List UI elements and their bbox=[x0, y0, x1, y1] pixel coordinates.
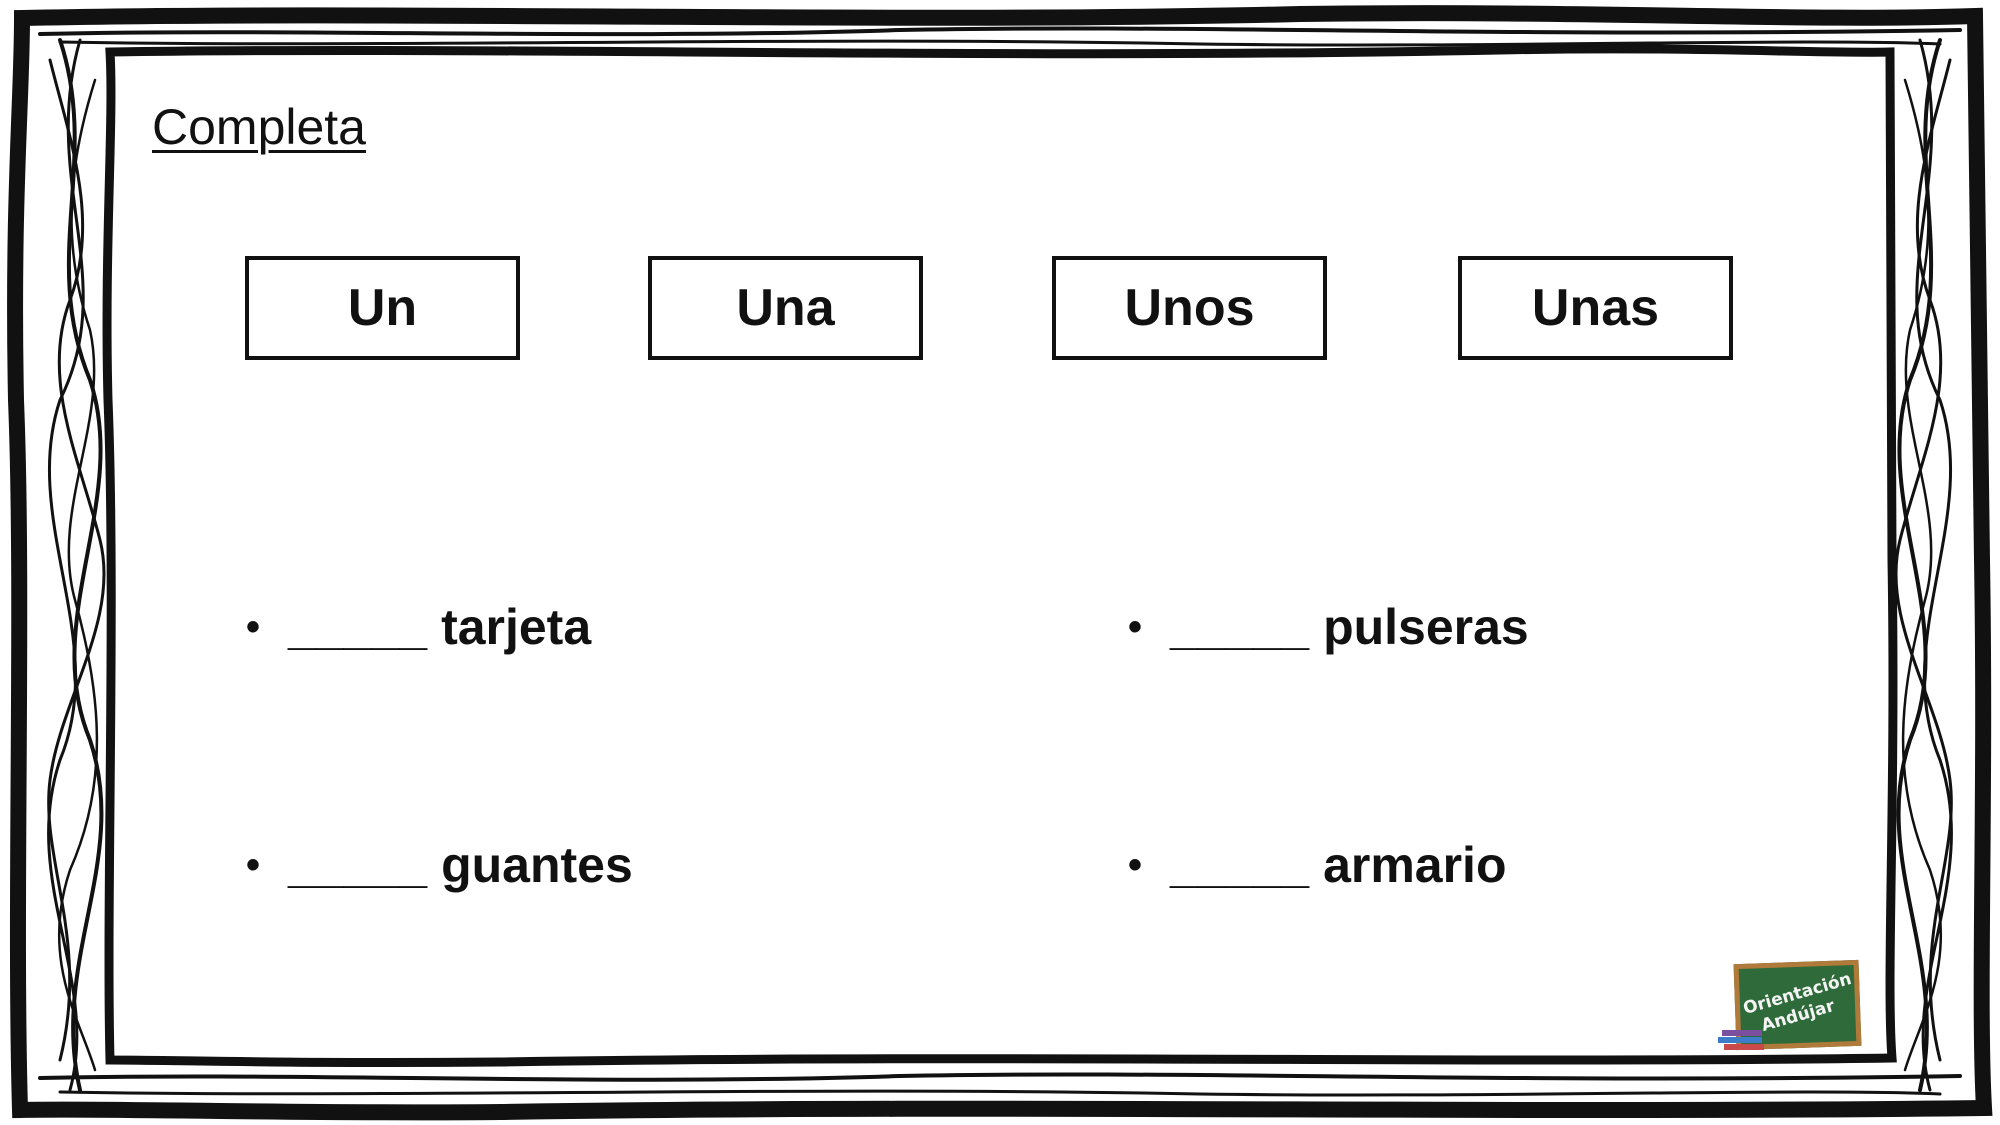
option-label: Un bbox=[347, 279, 418, 337]
option-box-una: Una bbox=[648, 256, 923, 360]
item-word: pulseras bbox=[1323, 599, 1529, 655]
item-word: guantes bbox=[441, 837, 633, 893]
exercise-item-tarjeta: • _____ tarjeta bbox=[246, 598, 591, 656]
answer-blank[interactable]: _____ bbox=[288, 837, 428, 893]
item-word: armario bbox=[1323, 837, 1507, 893]
option-box-unos: Unos bbox=[1052, 256, 1327, 360]
bullet: • bbox=[246, 842, 261, 887]
option-box-unas: Unas bbox=[1458, 256, 1733, 360]
option-label: Unas bbox=[1531, 279, 1660, 337]
exercise-item-pulseras: • _____ pulseras bbox=[1128, 598, 1529, 656]
exercise-item-armario: • _____ armario bbox=[1128, 836, 1507, 894]
answer-blank[interactable]: _____ bbox=[288, 599, 428, 655]
exercise-item-guantes: • _____ guantes bbox=[246, 836, 633, 894]
option-label: Unos bbox=[1124, 279, 1255, 337]
books-icon bbox=[1718, 1030, 1764, 1050]
bullet: • bbox=[1128, 842, 1143, 887]
bullet: • bbox=[1128, 604, 1143, 649]
page-title: Completa bbox=[152, 99, 366, 155]
item-word: tarjeta bbox=[441, 599, 592, 655]
option-box-un: Un bbox=[245, 256, 520, 360]
bullet: • bbox=[246, 604, 261, 649]
answer-blank[interactable]: _____ bbox=[1170, 837, 1310, 893]
answer-blank[interactable]: _____ bbox=[1170, 599, 1310, 655]
option-label: Una bbox=[736, 279, 835, 337]
